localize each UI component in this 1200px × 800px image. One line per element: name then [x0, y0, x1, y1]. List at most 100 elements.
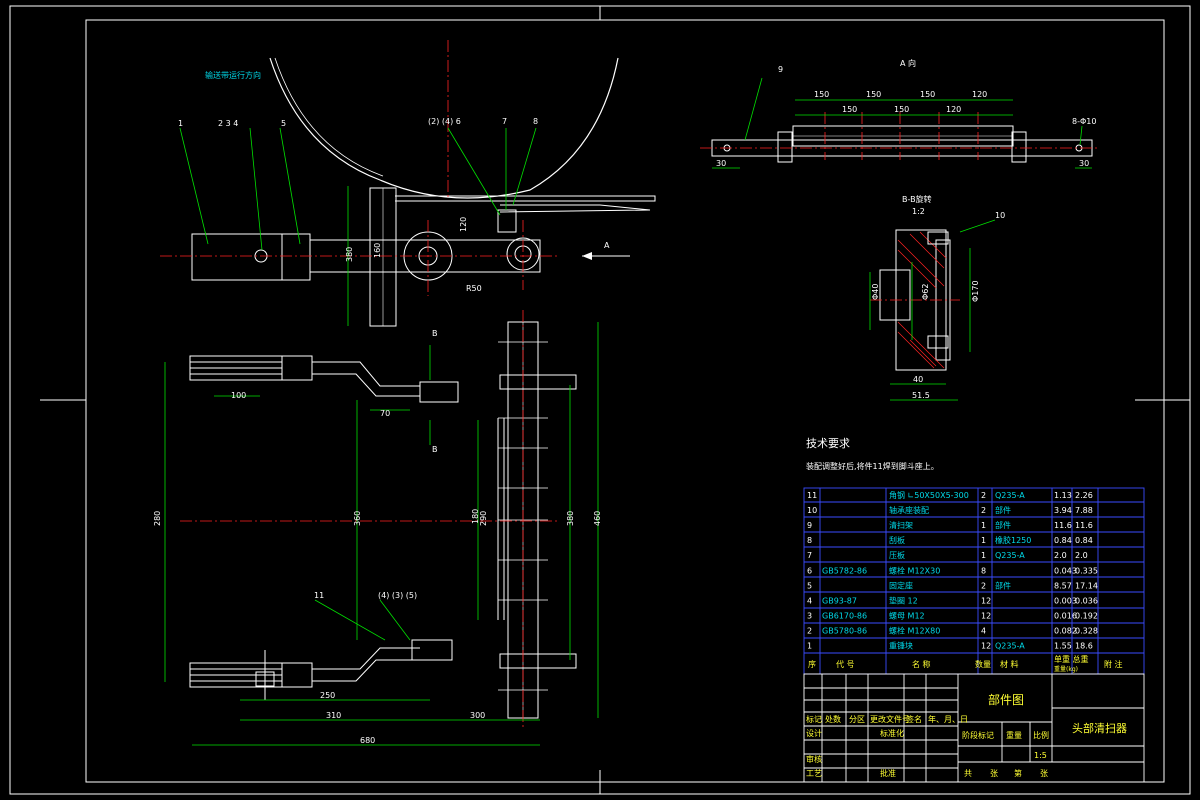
- counterweight-block: [191, 233, 311, 281]
- dim-120: 120: [459, 217, 468, 232]
- dim-8-phi10: 8-Φ10: [1072, 117, 1096, 126]
- sheet-2: 张: [990, 769, 998, 778]
- pulley-arc: [269, 57, 619, 199]
- dim-460: 460: [593, 511, 602, 526]
- balloon-5: 5: [281, 119, 286, 128]
- bom-cell-material: Q235-A: [995, 491, 1025, 500]
- dim-vert-left: 280: [153, 511, 162, 526]
- bom-cell-no: 4: [807, 596, 812, 605]
- dim-70: 70: [380, 409, 390, 418]
- bom-cell-name: 压板: [889, 550, 905, 560]
- dim-a-2: 150: [866, 90, 881, 99]
- bom-cell-total_w: 17.14: [1075, 581, 1098, 590]
- bom-cell-no: 6: [807, 566, 812, 575]
- bom-cell-qty: 12: [981, 596, 991, 605]
- bom-cell-code: GB93-87: [822, 596, 857, 605]
- bom-cell-code: GB6170-86: [822, 611, 867, 620]
- rev-label-4: 更改文件号: [870, 714, 910, 724]
- dim-a-5: 150: [842, 105, 857, 114]
- title-block-text: 部件图 头部清扫器 标记 处数 分区 更改文件号 签名 年、月、日 设计 标准化…: [806, 692, 1127, 778]
- dim-100: 100: [231, 391, 246, 400]
- cut-b-top: B: [432, 329, 438, 338]
- bom-cell-name: 垫圈 12: [889, 595, 918, 605]
- bom-grid: [803, 487, 1145, 675]
- bom-cell-no: 10: [807, 506, 817, 515]
- bom-cell-unit_w: 8.57: [1054, 581, 1072, 590]
- bom-cell-material: Q235-A: [995, 551, 1025, 560]
- dim-40: 40: [913, 375, 923, 384]
- bom-header: 序 代 号 名 称 数量 材 料 单重 总重 重量(kg) 附 注: [808, 654, 1123, 673]
- title-block-grid: [803, 673, 1145, 783]
- standardize-label: 标准化: [880, 728, 904, 738]
- dim-180: 180: [471, 509, 480, 524]
- bom-cell-unit_w: 0.003: [1054, 596, 1077, 605]
- bom-cell-name: 刮板: [889, 535, 905, 545]
- cut-b-bottom: B: [432, 445, 438, 454]
- scale-label: 比例: [1033, 730, 1049, 740]
- dim-a-7: 120: [946, 105, 961, 114]
- dim-a-6: 150: [894, 105, 909, 114]
- bom-cell-total_w: 0.335: [1075, 566, 1098, 575]
- bom-cell-name: 螺栓 M12X30: [889, 565, 940, 575]
- bom-cell-no: 2: [807, 627, 812, 636]
- bom-cell-code: GB5782-86: [822, 566, 867, 575]
- bom-cell-no: 8: [807, 536, 812, 545]
- bom-header-name: 名 称: [912, 659, 931, 669]
- bom-cell-total_w: 0.036: [1075, 596, 1098, 605]
- bom-cell-code: GB5780-86: [822, 627, 867, 636]
- rev-label-3: 分区: [849, 715, 865, 724]
- bom-cell-material: 橡胶1250: [995, 535, 1031, 545]
- balloon-8: 8: [533, 117, 538, 126]
- balloon-11: 11: [314, 591, 324, 600]
- bom-header-material: 材 料: [1000, 659, 1019, 669]
- bom-header-weight-unit: 重量(kg): [1054, 665, 1078, 673]
- dim-680: 680: [360, 736, 375, 745]
- dim-380-plan: 380: [566, 511, 575, 526]
- bom-cell-qty: 4: [981, 627, 986, 636]
- scraper-blade: [499, 204, 651, 213]
- weight-label: 重量: [1006, 730, 1022, 740]
- bom-cell-qty: 2: [981, 506, 986, 515]
- bom-cell-total_w: 0.84: [1075, 536, 1093, 545]
- text-layer: 输送带运行方向 1 2 3 4 5 (2) (4) 6 7 8 A B B 38…: [153, 58, 1096, 745]
- approve-label: 批准: [880, 768, 896, 778]
- dim-phi40: Φ40: [871, 284, 880, 300]
- bom-cell-no: 5: [807, 581, 812, 590]
- view-a-title: A 向: [900, 58, 916, 68]
- bom-cell-material: 部件: [995, 580, 1011, 590]
- tech-req-title: 技术要求: [806, 437, 850, 450]
- bom-cell-no: 9: [807, 521, 812, 530]
- process-label: 工艺: [806, 769, 822, 778]
- balloon-2-4-6: (2) (4) 6: [428, 117, 461, 126]
- bom-cell-no: 7: [807, 551, 812, 560]
- sheet-3: 第: [1014, 768, 1022, 778]
- bom-cell-total_w: 7.88: [1075, 506, 1093, 515]
- bom-cell-total_w: 2.26: [1075, 491, 1093, 500]
- bom-cell-unit_w: 1.13: [1054, 491, 1072, 500]
- dim-a-30-left: 30: [716, 159, 726, 168]
- bom-cell-unit_w: 3.94: [1054, 506, 1072, 515]
- rev-label-2: 处数: [825, 714, 841, 724]
- bom-cell-qty: 1: [981, 536, 986, 545]
- design-label: 设计: [806, 728, 822, 738]
- bom-cell-unit_w: 0.84: [1054, 536, 1072, 545]
- view-a: [700, 77, 1100, 169]
- dim-a-1: 150: [814, 90, 829, 99]
- bom-cell-material: Q235-A: [995, 642, 1025, 651]
- bom-header-code: 代 号: [836, 659, 855, 669]
- bom-cell-unit_w: 0.043: [1054, 566, 1077, 575]
- balloon-10: 10: [995, 211, 1005, 220]
- bom-cell-unit_w: 0.016: [1054, 611, 1077, 620]
- bom-header-weight: 单重 总重: [1054, 654, 1089, 664]
- dim-a-4: 120: [972, 90, 987, 99]
- bom-cell-no: 3: [807, 611, 812, 620]
- view-arrow-a: A: [604, 241, 610, 250]
- bom-cell-name: 清扫架: [889, 520, 913, 530]
- scale-value: 1:5: [1034, 751, 1047, 760]
- conveyor-belt: [395, 195, 656, 202]
- part-type: 部件图: [988, 692, 1024, 707]
- dim-phi170: Φ170: [971, 280, 980, 302]
- bom-cell-no: 11: [807, 491, 817, 500]
